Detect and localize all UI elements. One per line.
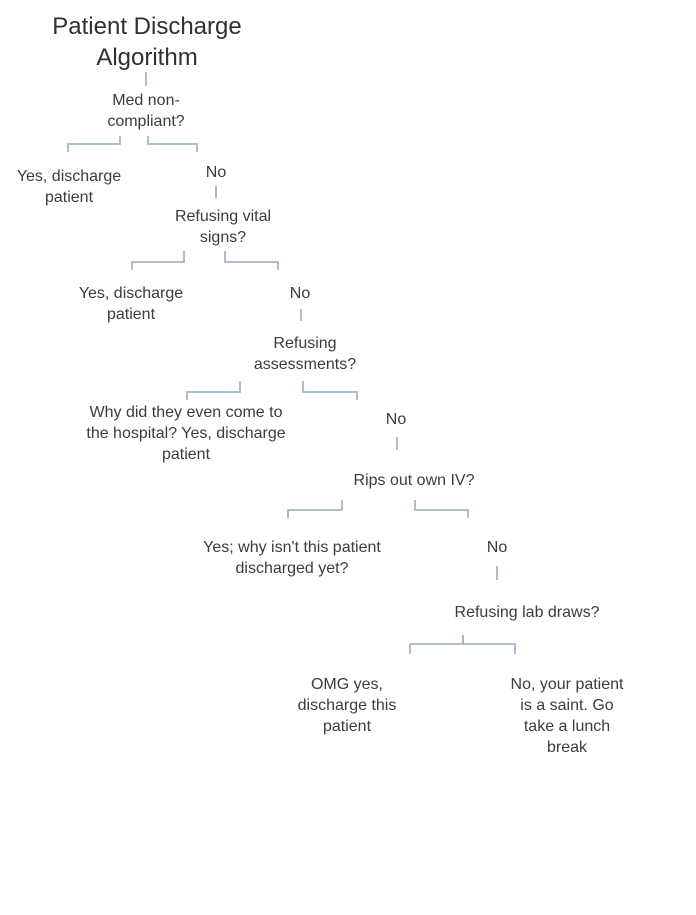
answer-refusing-labs-no: No, your patient is a saint. Go take a l…: [510, 676, 624, 756]
connector-q4-to-no: [414, 500, 469, 518]
connector-q1-to-yes: [67, 136, 121, 152]
decision-refusing-labs: Refusing lab draws?: [454, 604, 600, 621]
page-title: Patient Discharge Algorithm: [52, 13, 242, 71]
answer-refusing-vitals-no: No: [289, 285, 311, 302]
decision-refusing-vitals: Refusing vital signs?: [174, 208, 272, 246]
answer-refusing-labs-yes: OMG yes, discharge this patient: [297, 676, 397, 735]
answer-refusing-vitals-yes: Yes, discharge patient: [78, 285, 184, 323]
answer-rips-out-iv-yes: Yes; why isn't this patient discharged y…: [203, 539, 381, 577]
decision-rips-out-iv: Rips out own IV?: [353, 472, 475, 489]
answer-med-noncompliant-no: No: [205, 164, 227, 181]
connector-q5-to-yes: [409, 635, 464, 654]
answer-refusing-assessments-no: No: [385, 411, 407, 428]
connector-q2-to-no: [224, 251, 279, 270]
connector-q1-to-no: [147, 136, 198, 152]
decision-refusing-assessments: Refusing assessments?: [253, 335, 357, 373]
connector-q5-to-no: [462, 635, 516, 654]
answer-med-noncompliant-yes: Yes, discharge patient: [16, 168, 122, 206]
connector-q3-to-yes: [186, 381, 241, 400]
decision-med-noncompliant: Med non- compliant?: [107, 92, 185, 130]
connector-q3-to-no: [302, 381, 358, 400]
answer-rips-out-iv-no: No: [486, 539, 508, 556]
connector-q4-to-yes: [287, 500, 343, 518]
connector-q2-to-yes: [131, 251, 185, 270]
answer-refusing-assessments-yes: Why did they even come to the hospital? …: [86, 404, 286, 463]
